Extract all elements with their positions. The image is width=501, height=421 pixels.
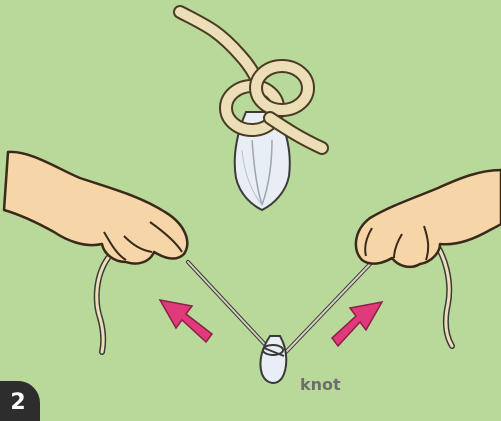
knot-label: knot <box>300 375 341 394</box>
step-number-badge: 2 <box>0 381 40 421</box>
